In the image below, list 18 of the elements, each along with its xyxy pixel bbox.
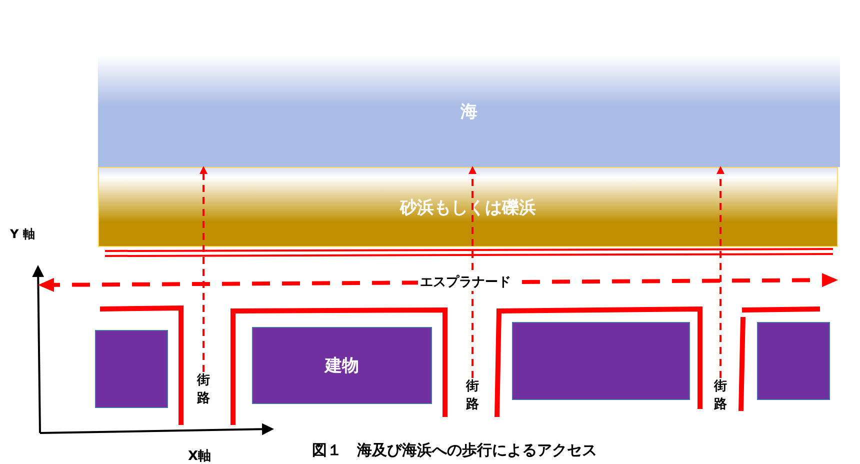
sea-band [98,55,840,167]
figure-caption: 図１ 海及び海浜への歩行によるアクセス [312,441,597,460]
arrow [200,166,208,372]
axis-label: X軸 [188,448,212,464]
street-label: 街路 [196,372,211,408]
area-label: 海 [460,100,478,122]
arrow [716,166,724,378]
building-block [757,322,830,400]
beach-band [98,167,838,247]
building-block [252,327,432,404]
street-label: 街路 [465,378,480,414]
axis-label: Y 軸 [10,226,35,243]
area-label: 建物 [325,355,359,377]
arrow [468,166,476,378]
street-label: 街路 [713,378,728,414]
building-block [512,322,690,400]
building-block [95,330,168,408]
street-name: エスプラナード [418,273,513,291]
